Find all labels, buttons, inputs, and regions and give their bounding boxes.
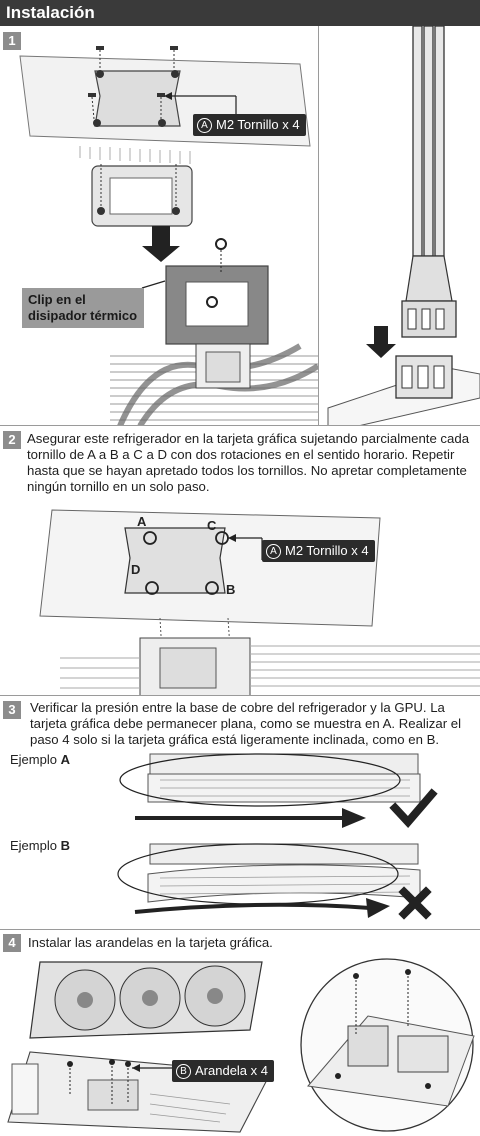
callout-text: M2 Tornillo x 4 [216, 117, 300, 132]
step-3-section: 3 Verificar la presión entre la base de … [0, 696, 480, 930]
screw-label-d: D [131, 562, 141, 577]
callout-letter: A [266, 544, 281, 559]
example-letter: A [60, 752, 70, 767]
screw-callout: A M2 Tornillo x 4 [262, 540, 375, 562]
step-4-zoom-illustration [300, 958, 475, 1132]
step-2-section: 2 Asegurar este refrigerador en la tarje… [0, 426, 480, 696]
washer-callout: B Arandela x 4 [172, 1060, 274, 1082]
example-prefix: Ejemplo [10, 838, 57, 853]
clip-label: Clip en el disipador térmico [22, 288, 144, 328]
step-number-badge: 1 [3, 32, 21, 50]
step-1-backplate-illustration [19, 46, 318, 425]
step-3-examples-illustration [117, 753, 438, 920]
step-number-badge: 2 [3, 431, 21, 449]
checkmark-icon [389, 788, 438, 829]
example-prefix: Ejemplo [10, 752, 57, 767]
callout-letter: B [176, 1064, 191, 1079]
cross-icon [398, 886, 432, 920]
divider [318, 26, 319, 425]
step-2-instructions: Asegurar este refrigerador en la tarjeta… [27, 431, 470, 494]
step-4-section: 4 Instalar las arandelas en la tarjeta g… [0, 930, 480, 1136]
example-b-label: Ejemplo B [10, 838, 70, 853]
header-bar: Instalación [0, 0, 480, 26]
step-4-instructions: Instalar las arandelas en la tarjeta grá… [28, 935, 273, 950]
screw-label-c: C [207, 518, 217, 533]
step-1-section: 1 [0, 26, 480, 426]
screw-label-b: B [226, 582, 236, 597]
step-number-badge: 3 [3, 701, 21, 719]
step-3-instructions: Verificar la presión entre la base de co… [30, 700, 462, 747]
step-1-fan-connector-illustration [327, 26, 480, 425]
screw-label-a: A [137, 514, 147, 529]
callout-letter: A [197, 118, 212, 133]
step-number-badge: 4 [3, 934, 21, 952]
screw-callout: A M2 Tornillo x 4 [193, 114, 306, 136]
step-4-washer-illustration [7, 961, 271, 1133]
page-title: Instalación [6, 3, 95, 22]
example-a-label: Ejemplo A [10, 752, 70, 767]
callout-text: Arandela x 4 [195, 1063, 268, 1078]
example-letter: B [60, 838, 70, 853]
callout-text: M2 Tornillo x 4 [285, 543, 369, 558]
step-2-card-illustration [39, 509, 480, 695]
